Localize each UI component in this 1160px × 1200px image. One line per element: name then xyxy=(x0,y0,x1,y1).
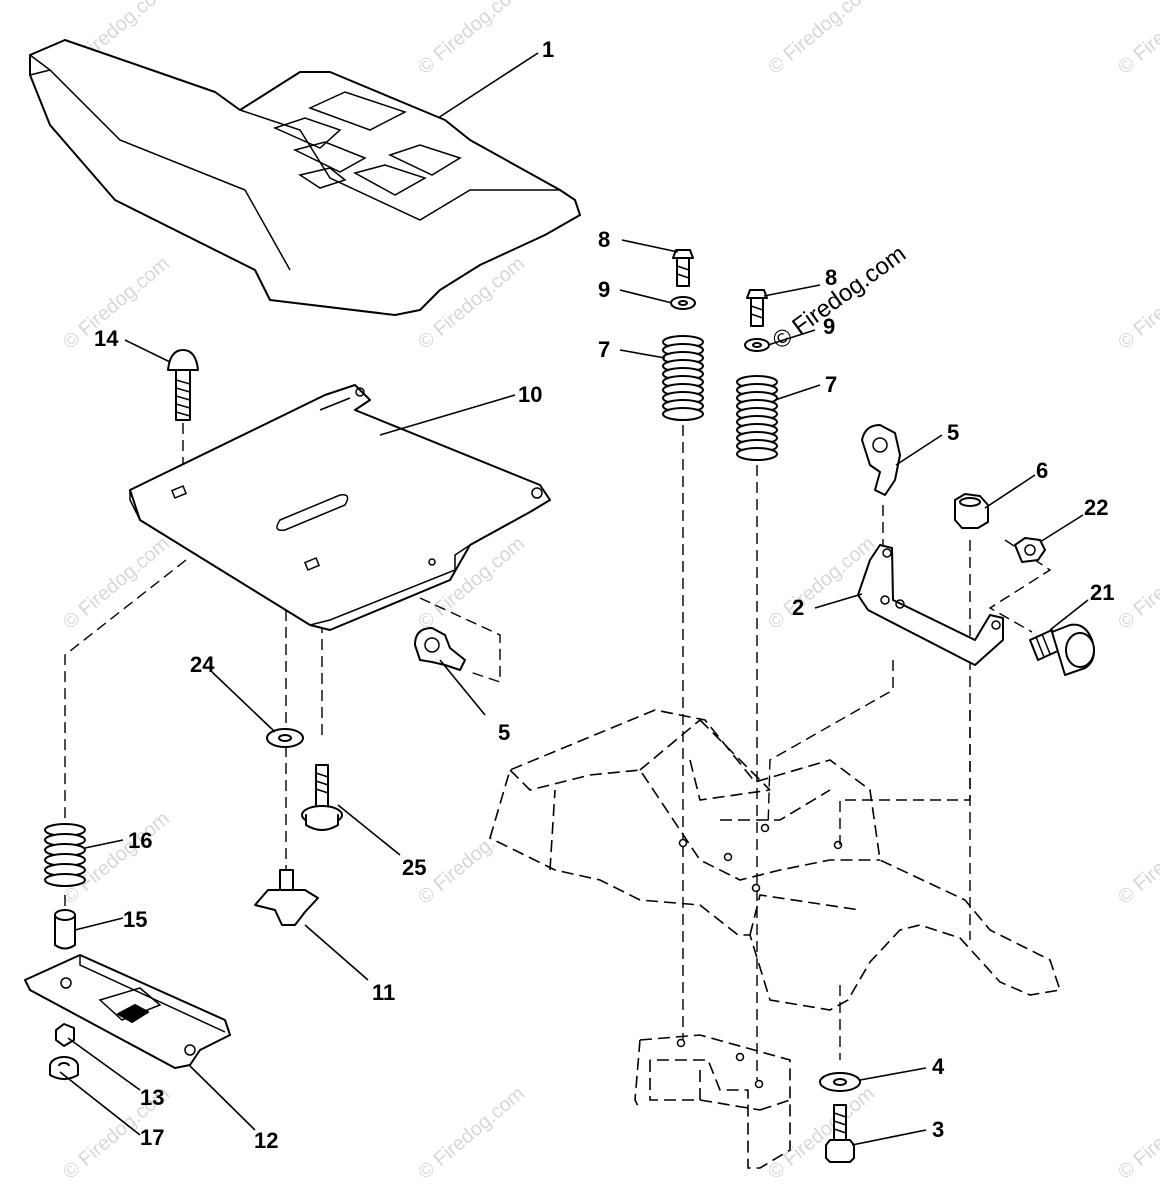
wire-clip-right xyxy=(861,424,901,496)
callout-label: 22 xyxy=(1084,495,1108,520)
watermark: © Firedog.com xyxy=(414,0,529,79)
spring-right xyxy=(736,375,778,461)
bracket-plate xyxy=(24,954,231,1069)
callout-label: 6 xyxy=(1036,458,1048,483)
spacer xyxy=(54,909,76,950)
callout-label: 16 xyxy=(128,828,152,853)
watermark: © Firedog.com xyxy=(414,1082,529,1183)
lock-washer-left xyxy=(670,296,696,310)
watermark: © Firedog.com xyxy=(1114,807,1160,908)
watermark: © Firedog.com xyxy=(1114,0,1160,79)
callout-label: 7 xyxy=(825,372,837,397)
bolt-right xyxy=(746,289,768,327)
hex-nut xyxy=(55,1023,75,1047)
hex-nut-right xyxy=(1014,537,1046,563)
callout-label: 3 xyxy=(932,1117,944,1142)
washer-bottom xyxy=(819,1072,861,1092)
callout-label: 9 xyxy=(598,277,610,302)
watermark: © Firedog.com xyxy=(1114,532,1160,633)
shoulder-bolt xyxy=(1029,623,1095,676)
callout-label: 14 xyxy=(94,326,119,351)
callout-label: 9 xyxy=(823,314,835,339)
seat-pan xyxy=(129,384,551,631)
bolt-left xyxy=(672,249,694,287)
callout-label: 5 xyxy=(498,720,510,745)
callout-leaders xyxy=(59,52,1089,1146)
flat-washer xyxy=(266,728,304,748)
wing-knob xyxy=(254,869,319,926)
callout-label: 5 xyxy=(947,420,959,445)
lock-washer-right xyxy=(744,338,770,352)
callout-label: 11 xyxy=(372,980,395,1005)
callout-label: 21 xyxy=(1090,580,1114,605)
flange-bolt xyxy=(301,764,343,831)
callout-label: 15 xyxy=(123,907,147,932)
watermark: © Firedog.com xyxy=(764,0,879,79)
callout-label: 13 xyxy=(140,1085,164,1110)
mounting-bracket xyxy=(857,544,1004,666)
callout-label: 17 xyxy=(140,1125,164,1150)
spring-small xyxy=(44,823,86,887)
callout-label: 12 xyxy=(254,1128,278,1153)
callout-label: 24 xyxy=(190,652,215,677)
callout-label: 1 xyxy=(542,37,554,62)
lock-nut xyxy=(954,493,989,529)
callout-label: 7 xyxy=(598,337,610,362)
callout-label: 8 xyxy=(598,227,610,252)
callout-label: 2 xyxy=(792,595,804,620)
seat xyxy=(29,39,581,316)
callout-label: 10 xyxy=(518,382,542,407)
flange-nut xyxy=(49,1056,79,1080)
callout-label: 4 xyxy=(932,1054,945,1079)
assembly-leader-lines xyxy=(64,372,1052,1080)
watermark: © Firedog.com xyxy=(1114,252,1160,353)
watermark-overlay: © Firedog.com xyxy=(768,240,911,355)
spring-left xyxy=(662,335,704,421)
wire-clip xyxy=(414,627,466,671)
tractor-frame xyxy=(489,709,1062,1169)
callout-label: 25 xyxy=(402,855,426,880)
callout-labels: 1 14 10 5 24 25 16 15 11 13 17 12 8 9 7 … xyxy=(94,37,1114,1153)
watermark: © Firedog.com xyxy=(1114,1082,1160,1183)
hex-bolt-bottom xyxy=(825,1104,855,1163)
callout-label: 8 xyxy=(825,265,837,290)
carriage-bolt xyxy=(167,349,199,421)
